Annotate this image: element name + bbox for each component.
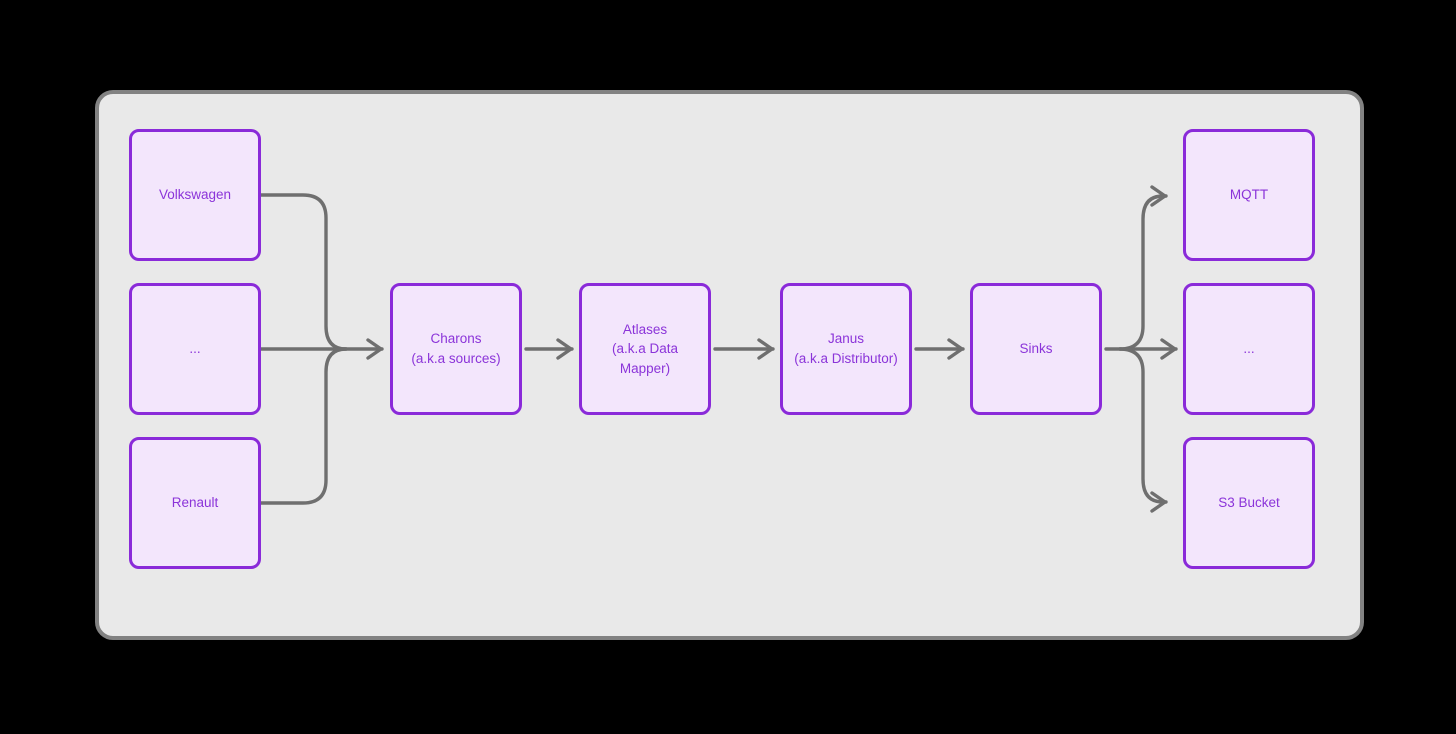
node-janus: Janus (a.k.a Distributor) bbox=[780, 283, 912, 415]
node-label: Janus bbox=[827, 331, 865, 347]
node-label: (a.k.a sources) bbox=[411, 351, 501, 366]
node-sources-more: ... bbox=[129, 283, 261, 415]
node-renault: Renault bbox=[129, 437, 261, 569]
node-label: Volkswagen bbox=[158, 187, 232, 203]
node-label: Mapper) bbox=[619, 360, 671, 376]
node-mqtt: MQTT bbox=[1183, 129, 1315, 261]
node-charons: Charons (a.k.a sources) bbox=[390, 283, 522, 415]
node-label: MQTT bbox=[1229, 187, 1269, 203]
node-label: Atlases bbox=[622, 321, 668, 337]
node-atlases: Atlases (a.k.a Data Mapper) bbox=[579, 283, 711, 415]
diagram-panel bbox=[95, 90, 1364, 640]
node-label: S3 Bucket bbox=[1218, 495, 1280, 511]
node-label: Renault bbox=[171, 495, 219, 511]
node-label: ... bbox=[1243, 341, 1255, 357]
node-sinks-more: ... bbox=[1183, 283, 1315, 415]
node-label: ... bbox=[189, 341, 201, 357]
node-sinks: Sinks bbox=[970, 283, 1102, 415]
node-label: Sinks bbox=[1019, 341, 1053, 357]
node-label: Charons bbox=[430, 331, 482, 347]
node-label: (a.k.a Data bbox=[611, 341, 679, 357]
node-label: (a.k.a Distributor) bbox=[794, 351, 898, 366]
node-s3-bucket: S3 Bucket bbox=[1183, 437, 1315, 569]
node-volkswagen: Volkswagen bbox=[129, 129, 261, 261]
